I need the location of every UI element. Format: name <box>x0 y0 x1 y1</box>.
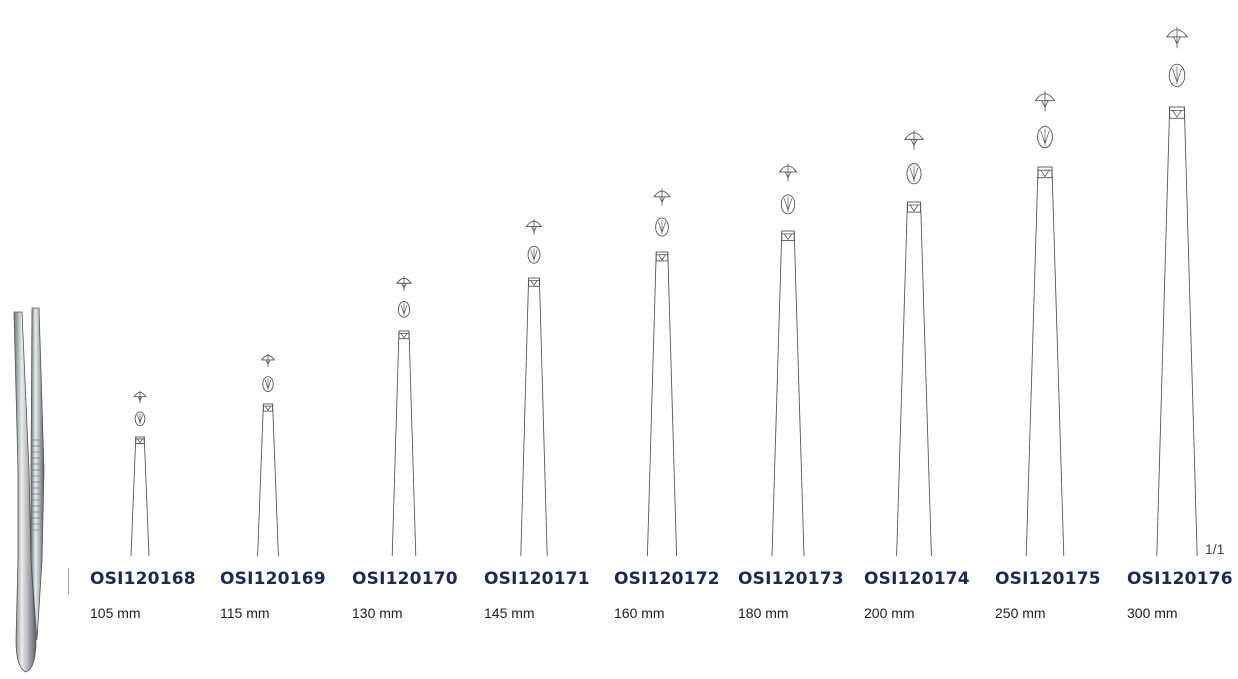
product-size: 250 mm <box>995 605 1046 621</box>
row-divider <box>68 568 69 594</box>
forceps-outline <box>257 403 279 557</box>
tip-cross-section-icon <box>262 376 274 392</box>
product-code: OSI120170 <box>352 569 458 589</box>
product-code: OSI120169 <box>220 569 326 589</box>
forceps-tip <box>655 251 669 262</box>
tip-cross-section-icon <box>527 245 541 264</box>
tip-cross-section-icon <box>906 163 922 185</box>
forceps-tip <box>398 330 410 340</box>
forceps-outline <box>896 201 932 557</box>
forceps-OSI120172 <box>646 188 678 557</box>
tip-cross-section-icon <box>780 194 796 215</box>
product-size: 105 mm <box>90 605 141 621</box>
tip-teeth <box>656 254 668 261</box>
product-size: 200 mm <box>864 605 915 621</box>
forceps-outline <box>646 251 678 557</box>
forceps-outline <box>130 436 150 557</box>
tip-teeth <box>1169 109 1185 118</box>
tip-front-view-icon <box>653 188 671 206</box>
tip-front-view-icon <box>396 276 412 291</box>
tip-cross-section-icon <box>1037 125 1053 149</box>
tip-cross-section-icon <box>1168 63 1186 87</box>
tip-teeth <box>781 233 795 241</box>
tip-teeth <box>135 438 145 444</box>
forceps-tip <box>528 277 540 287</box>
forceps-outline <box>1025 166 1065 557</box>
tip-front-view-icon <box>133 390 147 404</box>
product-code: OSI120172 <box>614 569 720 589</box>
forceps-outline <box>1156 106 1198 557</box>
forceps-OSI120173 <box>771 163 805 557</box>
tip-teeth <box>263 405 273 412</box>
forceps-tip <box>1037 166 1053 179</box>
forceps-tip <box>1169 106 1185 119</box>
tip-teeth <box>528 280 540 287</box>
tip-front-view-icon <box>778 163 798 182</box>
tip-front-view-icon <box>1165 26 1189 49</box>
tip-front-view-icon <box>904 130 924 150</box>
scale-label: 1/1 <box>1205 541 1225 557</box>
product-code: OSI120173 <box>738 569 844 589</box>
tip-cross-section-icon <box>397 301 411 318</box>
tip-front-view-icon <box>260 353 276 368</box>
forceps-OSI120174 <box>896 130 932 557</box>
forceps-tip <box>781 230 795 241</box>
tip-teeth <box>1038 169 1052 178</box>
product-code: OSI120176 <box>1127 569 1233 589</box>
forceps-OSI120175 <box>1025 91 1065 557</box>
forceps-outline <box>771 230 805 557</box>
product-code: OSI120171 <box>484 569 590 589</box>
forceps-OSI120169 <box>257 353 279 557</box>
forceps-tip <box>906 201 922 213</box>
product-size: 300 mm <box>1127 605 1178 621</box>
tip-cross-section-icon <box>134 411 146 427</box>
product-size: 145 mm <box>484 605 535 621</box>
forceps-outline <box>391 330 417 557</box>
forceps-outline <box>520 277 548 557</box>
tip-teeth <box>398 332 410 339</box>
tip-teeth <box>907 204 921 212</box>
product-code: OSI120168 <box>90 569 196 589</box>
product-size: 160 mm <box>614 605 665 621</box>
product-size: 115 mm <box>220 605 270 621</box>
tip-front-view-icon <box>525 219 543 235</box>
forceps-side-view-icon <box>13 307 45 673</box>
product-code: OSI120174 <box>864 569 970 589</box>
product-size: 130 mm <box>352 605 403 621</box>
forceps-OSI120171 <box>520 219 548 557</box>
product-size: 180 mm <box>738 605 789 621</box>
forceps-OSI120176 <box>1156 26 1198 557</box>
product-code: OSI120175 <box>995 569 1101 589</box>
tip-front-view-icon <box>1034 91 1056 112</box>
forceps-OSI120168 <box>130 390 150 557</box>
tip-cross-section-icon <box>655 217 669 237</box>
forceps-OSI120170 <box>391 276 417 557</box>
